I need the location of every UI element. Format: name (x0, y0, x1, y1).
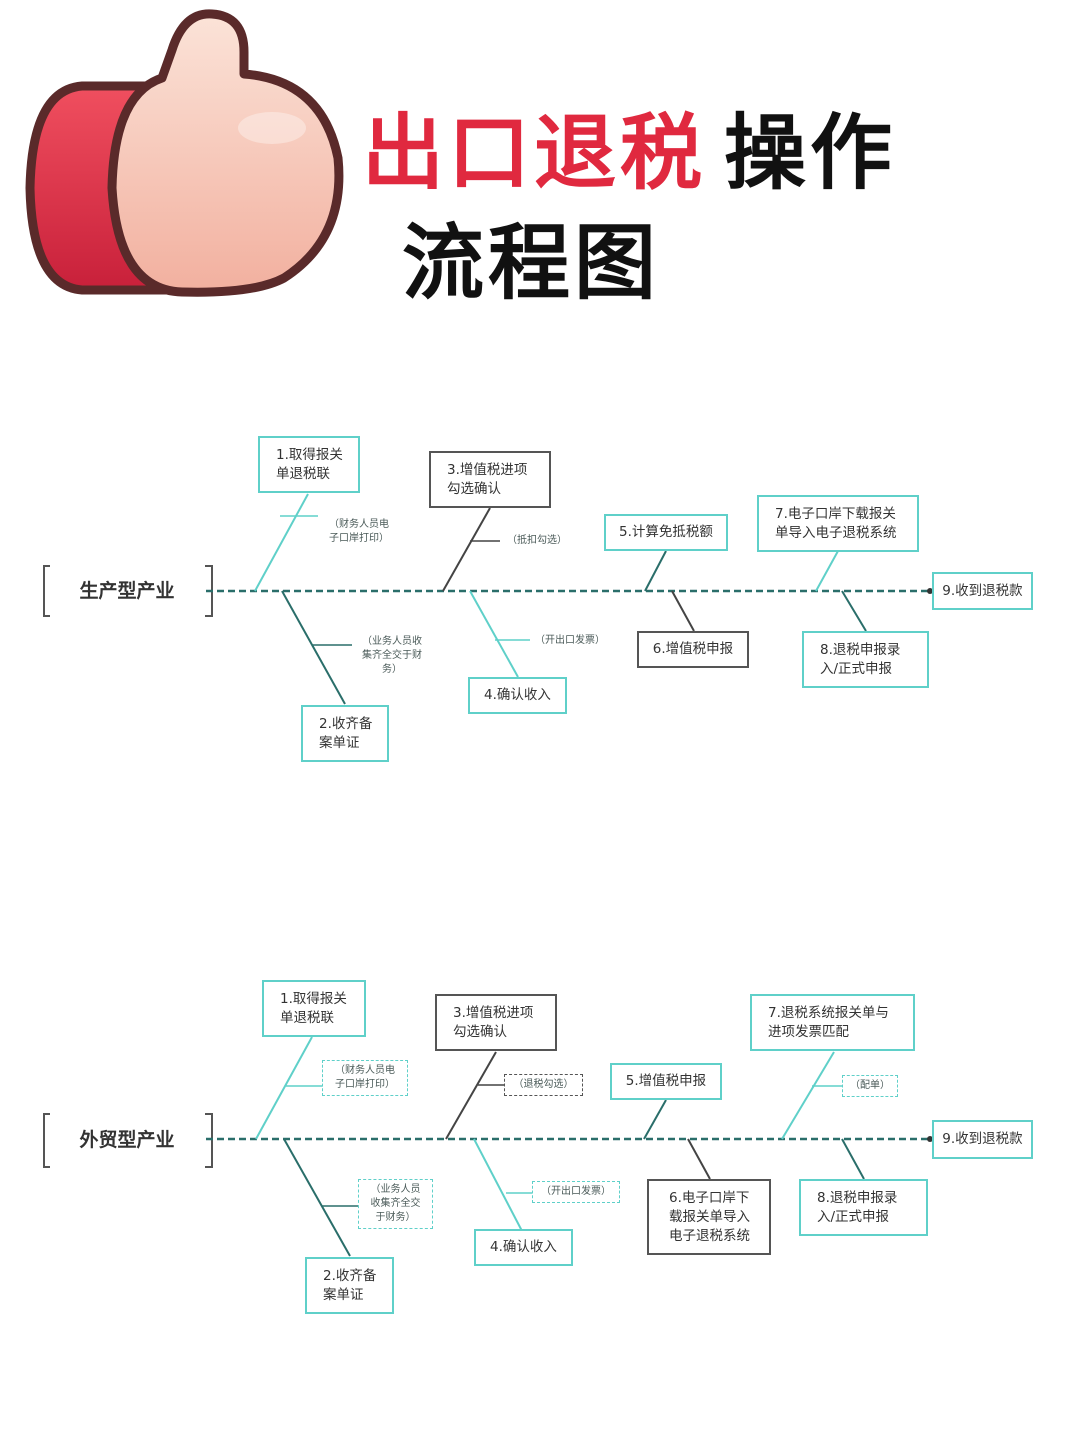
note-refund-select: （退税勾选） (504, 1074, 583, 1096)
note-deduction-select: （抵扣勾选） (507, 535, 567, 546)
note-matching: （配单） (842, 1075, 898, 1097)
industry-label: 生产型产业 (79, 580, 175, 602)
page-title-line2: 流程图 (402, 216, 661, 311)
step-2-box: 2.收齐备 案单证 (305, 1257, 394, 1314)
step-4-box: 4.确认收入 (474, 1229, 573, 1266)
step-7-box: 7.退税系统报关单与 进项发票匹配 (750, 994, 915, 1051)
step-8-box: 8.退税申报录 入/正式申报 (799, 1179, 928, 1236)
title-black-part: 操作 (724, 106, 897, 201)
thumbs-up-icon (25, 9, 344, 297)
step-9-box: 9.收到退税款 (932, 1120, 1033, 1159)
step-9-box: 9.收到退税款 (932, 572, 1033, 610)
note-finance-print: （财务人员电 子口岸打印） (322, 1060, 408, 1096)
page-title-line1: 出口退税操作 (362, 86, 896, 205)
step-1-box: 1.取得报关 单退税联 (262, 980, 366, 1037)
note-export-invoice: （开出口发票） (535, 635, 605, 646)
step-1-box: 1.取得报关 单退税联 (258, 436, 360, 493)
title-red-part: 出口退税 (362, 106, 707, 201)
step-6-box: 6.增值税申报 (637, 631, 749, 668)
fishbone-diagram-production: 生产型产业 1.取得报关 单退税联 2.收齐备 案单证 3.增值税进项 勾选确认… (0, 420, 1080, 780)
industry-label: 外贸型产业 (79, 1129, 175, 1151)
step-5-box: 5.计算免抵税额 (604, 514, 728, 551)
note-business-collect: （业务人员收 集齐全交于财 务） (362, 636, 422, 675)
step-3-box: 3.增值税进项 勾选确认 (435, 994, 557, 1051)
note-business-collect: （业务人员 收集齐全交 于财务） (358, 1179, 433, 1229)
step-3-box: 3.增值税进项 勾选确认 (429, 451, 551, 508)
note-export-invoice: （开出口发票） (532, 1181, 620, 1203)
diagram-connector-lines (43, 1036, 933, 1257)
step-8-box: 8.退税申报录 入/正式申报 (802, 631, 929, 688)
step-6-box: 6.电子口岸下 载报关单导入 电子退税系统 (647, 1179, 771, 1255)
fishbone-diagram-trade: 外贸型产业 1.取得报关 单退税联 2.收齐备 案单证 3.增值税进项 勾选确认… (0, 975, 1080, 1335)
step-2-box: 2.收齐备 案单证 (301, 705, 389, 762)
diagram-connector-lines (43, 493, 933, 705)
note-finance-print: （财务人员电 子口岸打印） (329, 519, 389, 544)
step-7-box: 7.电子口岸下载报关 单导入电子退税系统 (757, 495, 919, 552)
step-4-box: 4.确认收入 (468, 677, 567, 714)
step-5-box: 5.增值税申报 (610, 1063, 722, 1100)
